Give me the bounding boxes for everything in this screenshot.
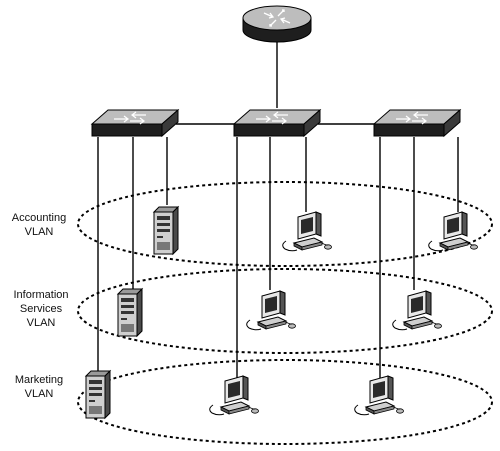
vlan-label-information-services: Information Services VLAN xyxy=(13,289,69,329)
server-icon-accounting xyxy=(153,206,179,255)
server-icon-marketing xyxy=(85,370,111,419)
workstation-icon-marketing-2 xyxy=(354,375,404,416)
network-links xyxy=(97,40,459,378)
switch-icon-center xyxy=(233,109,321,137)
workstation-icon-accounting-2 xyxy=(428,211,478,252)
router-icon xyxy=(242,5,312,43)
vlan-ellipse-marketing xyxy=(77,359,493,445)
server-icon-information-services xyxy=(117,288,143,337)
vlan-label-accounting: Accounting VLAN xyxy=(11,212,67,238)
workstation-icon-accounting-1 xyxy=(282,211,332,252)
workstation-icon-marketing-1 xyxy=(209,375,259,416)
switch-icon-right xyxy=(373,109,461,137)
switch-icon-left xyxy=(91,109,179,137)
vlan-ellipse-accounting xyxy=(77,181,493,267)
vlan-ellipse-information-services xyxy=(77,268,493,354)
workstation-icon-information-services-1 xyxy=(246,290,296,331)
vlan-label-marketing: Marketing VLAN xyxy=(14,374,64,400)
workstation-icon-information-services-2 xyxy=(392,290,442,331)
